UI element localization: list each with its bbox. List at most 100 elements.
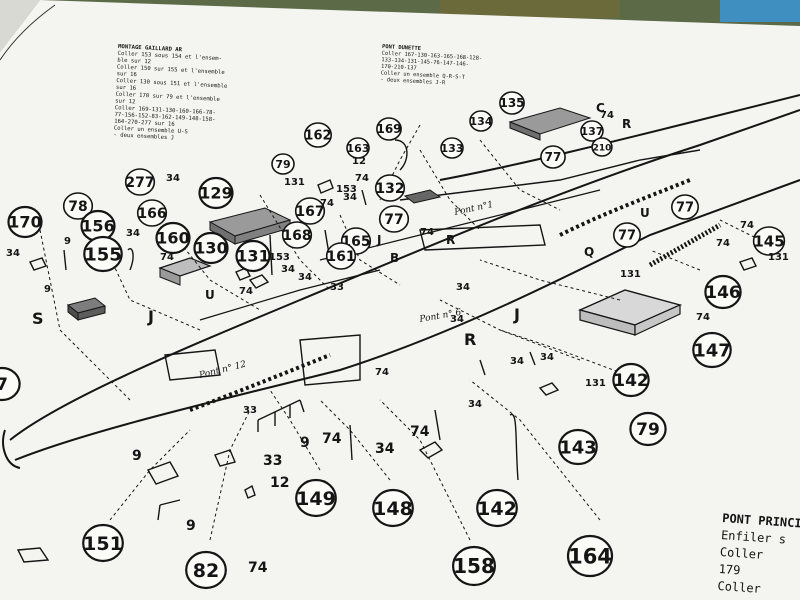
note-line: Coller un ensemble U-S <box>114 125 188 135</box>
callout-number: 156 <box>81 217 114 236</box>
callout-number: 160 <box>156 229 189 248</box>
callout-number: 147 <box>693 340 731 361</box>
callout-number: 277 <box>125 175 154 191</box>
callout-number: 77 <box>618 229 636 244</box>
small-parts <box>16 139 757 563</box>
part-number-n74i: 74 <box>410 424 430 440</box>
callout-circle <box>83 235 123 273</box>
part-number-n34i: 34 <box>468 399 482 410</box>
part-number-n34b: 34 <box>343 192 357 203</box>
callout-c277: 277 <box>124 168 156 196</box>
drawing-ink: 2771291627913217078156155166160130131168… <box>0 91 800 590</box>
callout-c137: 137 <box>580 120 604 142</box>
callout-circle <box>346 137 370 159</box>
part-147-block <box>577 289 683 336</box>
callout-c132: 132 <box>374 174 406 202</box>
note-line: Enfiler s <box>721 528 787 547</box>
note-line: 179 <box>718 562 741 577</box>
callout-number: 148 <box>373 498 413 520</box>
callout-c145: 145 <box>752 226 786 256</box>
callout-circle <box>752 226 786 256</box>
callout-circle <box>124 168 156 196</box>
callout-c131: 131 <box>235 239 271 273</box>
callout-circle <box>155 221 191 255</box>
paper-corner-line <box>0 4 56 61</box>
part-129-block <box>208 207 292 245</box>
note-line: sur 12 <box>115 98 136 105</box>
callout-circle <box>82 523 124 563</box>
note-line: - deux ensembles J-R <box>380 77 446 86</box>
part-number-n34h: 34 <box>510 356 524 367</box>
assembly-letter-lJ1: J <box>147 307 154 326</box>
part-number-n153: 153 <box>336 184 357 195</box>
part-number-n74b: 74 <box>355 173 369 184</box>
deck-house-fwd <box>419 224 546 251</box>
part-number-n33c: 33 <box>263 453 282 469</box>
callout-c146: 146 <box>704 274 742 310</box>
part-number-n9e: 9 <box>186 518 196 534</box>
part-number-n74a: 74 <box>320 198 334 209</box>
callout-number: 168 <box>282 228 311 244</box>
callout-circle <box>540 145 566 169</box>
callout-circle <box>294 197 326 225</box>
assembly-letter-lQ: Q <box>584 245 594 259</box>
callout-number: 129 <box>199 184 232 203</box>
rail-teeth-fwd <box>559 178 691 237</box>
callout-number: 79 <box>636 420 660 440</box>
callout-circle <box>325 242 357 270</box>
callout-c77a: 77 <box>378 205 410 233</box>
part-number-n9c: 9 <box>300 435 310 451</box>
note-line: PONT DUNETTE <box>382 44 421 52</box>
part-number-n74d: 74 <box>239 286 253 297</box>
part-number-n33b: 33 <box>243 405 257 416</box>
callout-circle <box>629 411 667 447</box>
note-line: Coller 169-131-130-160-166-78- <box>115 105 216 116</box>
note-line: Coller 167-130-163-165-168-128- <box>382 51 483 62</box>
part-number-n34k: 34 <box>540 352 554 363</box>
assembly-letter-lU1: U <box>205 288 215 302</box>
callout-c148: 148 <box>372 488 414 528</box>
callout-circle <box>612 362 650 398</box>
callout-c79a: 79 <box>271 153 295 175</box>
part-number-n33: 33 <box>330 282 344 293</box>
callout-c135: 135 <box>499 91 525 115</box>
callout-c143: 143 <box>558 428 598 466</box>
deck-plank-line-1 <box>399 149 701 201</box>
callout-c77b: 77 <box>540 145 566 169</box>
callout-circle <box>281 221 313 249</box>
part-number-n12b: 12 <box>270 475 289 491</box>
callout-number: 162 <box>304 129 331 144</box>
part-number-n74l: 74 <box>600 110 614 121</box>
callout-c77d: 77 <box>670 194 699 220</box>
part-number-n9b: 9 <box>44 284 51 295</box>
callout-number: 170 <box>8 213 41 232</box>
callout-number: 166 <box>137 206 166 222</box>
part-number-n9a: 9 <box>64 236 71 247</box>
callout-circle <box>0 366 21 402</box>
callout-number: 7 <box>0 375 8 395</box>
part-number-n131a: 131 <box>284 177 305 188</box>
callout-circle <box>580 120 604 142</box>
deck-plank-line-2 <box>319 189 601 261</box>
callout-c161: 161 <box>325 242 357 270</box>
note-line: Coller 153 sous 154 et l'ensem- <box>118 51 223 62</box>
callout-c155: 155 <box>83 235 123 273</box>
callout-number: 151 <box>83 533 123 555</box>
callout-circle <box>295 478 337 518</box>
assembly-letter-lC: C <box>596 101 605 115</box>
deck-plank-line-3 <box>199 269 381 321</box>
part-number-n74k: 74 <box>248 560 268 576</box>
callout-circle <box>469 110 493 132</box>
part-155-block <box>66 297 107 322</box>
deck-edge-upper <box>9 109 800 441</box>
leader-lines <box>39 124 761 541</box>
callout-circle <box>566 534 614 578</box>
callout-circle <box>692 331 732 369</box>
callout-c147: 147 <box>692 331 732 369</box>
part-number-n34c: 34 <box>126 228 140 239</box>
part-132-block <box>403 189 442 204</box>
rail-146 <box>648 222 722 268</box>
callout-number: 149 <box>296 488 336 510</box>
